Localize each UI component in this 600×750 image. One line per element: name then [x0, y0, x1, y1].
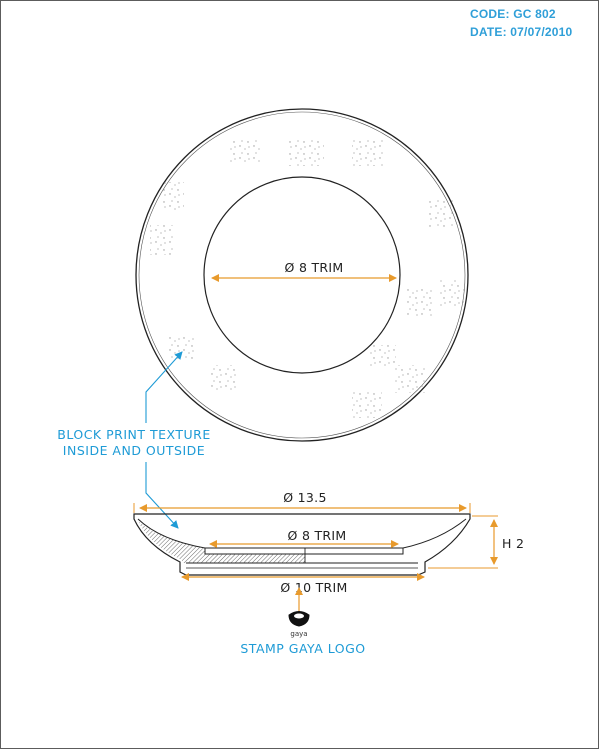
- plate-outer-rim: [135, 108, 469, 442]
- base-dimension-label: Ø 10 TRIM: [280, 580, 347, 595]
- texture-note-line1: BLOCK PRINT TEXTURE: [57, 427, 210, 442]
- side-view: Ø 13.5 Ø 8 TRIM Ø 10 TRIM H 2: [133, 490, 524, 595]
- stamp-logo-mark: [288, 611, 310, 627]
- plate-outer-rim-inner-edge: [138, 111, 466, 439]
- plate-well: [203, 176, 401, 374]
- stamp-callout: gaya STAMP GAYA LOGO: [240, 587, 365, 656]
- texture-note-line2: INSIDE AND OUTSIDE: [63, 443, 205, 458]
- drawing-date: DATE: 07/07/2010: [470, 25, 573, 39]
- block-print-texture: [150, 138, 464, 418]
- plate-well-floor: [204, 548, 404, 555]
- texture-leader-down: [145, 462, 179, 529]
- section-hatch-rim: [138, 521, 305, 563]
- side-inner-dimension-label: Ø 8 TRIM: [288, 528, 347, 543]
- height-dimension-label: H 2: [502, 536, 524, 551]
- plate-inner-surface: [137, 518, 467, 549]
- top-view: Ø 8 TRIM: [135, 108, 469, 442]
- stamp-note: STAMP GAYA LOGO: [240, 641, 365, 656]
- top-inner-dimension-label: Ø 8 TRIM: [285, 260, 344, 275]
- stamp-logo-text: gaya: [290, 630, 307, 638]
- product-code: CODE: GC 802: [470, 7, 556, 21]
- overall-dimension-label: Ø 13.5: [283, 490, 326, 505]
- texture-leader-up: [145, 351, 183, 423]
- texture-note: BLOCK PRINT TEXTURE INSIDE AND OUTSIDE: [57, 351, 210, 529]
